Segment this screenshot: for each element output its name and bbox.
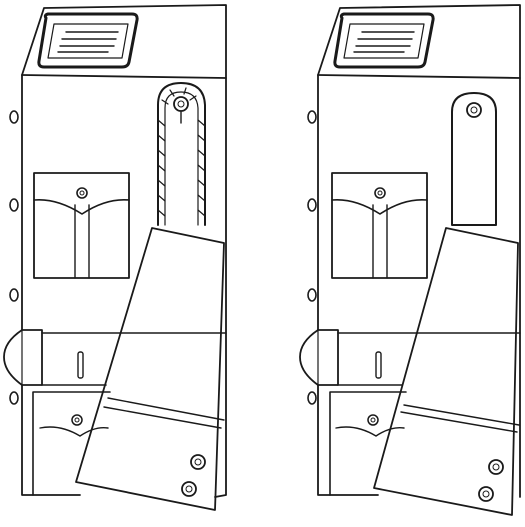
belt-loop [299,329,339,386]
sleeve-button [307,391,317,405]
strap-button [466,102,482,118]
box-top [21,4,227,79]
shoulder-strap-braided [157,82,206,226]
upper-pocket [331,172,428,279]
sleeve-button [9,110,19,124]
flap-panel [75,227,225,511]
flap-button [478,486,494,502]
shoulder-strap-striped [451,92,497,226]
collar-badge [333,12,435,69]
belt-loop [3,329,43,386]
sleeve-button [307,288,317,302]
box-top [317,4,521,79]
figure-left [3,4,227,511]
lower-pocket [329,391,407,496]
sleeve-button [307,198,317,212]
box-body [317,74,521,498]
collar-badge [37,12,139,69]
strap-button [173,96,189,112]
pocket-button [374,187,386,199]
figure-right [299,4,521,516]
sleeve-button [9,198,19,212]
upper-pocket [33,172,130,279]
flap-panel [373,227,520,516]
flap-button [190,454,206,470]
sleeve-button [9,391,19,405]
belt [41,332,227,386]
lower-pocket [32,391,111,496]
sleeve-button [307,110,317,124]
sleeve-button [9,288,19,302]
box-body [21,74,227,498]
belt [337,332,521,386]
pocket-button [76,187,88,199]
flap-button [181,481,197,497]
flap-button [488,459,504,475]
